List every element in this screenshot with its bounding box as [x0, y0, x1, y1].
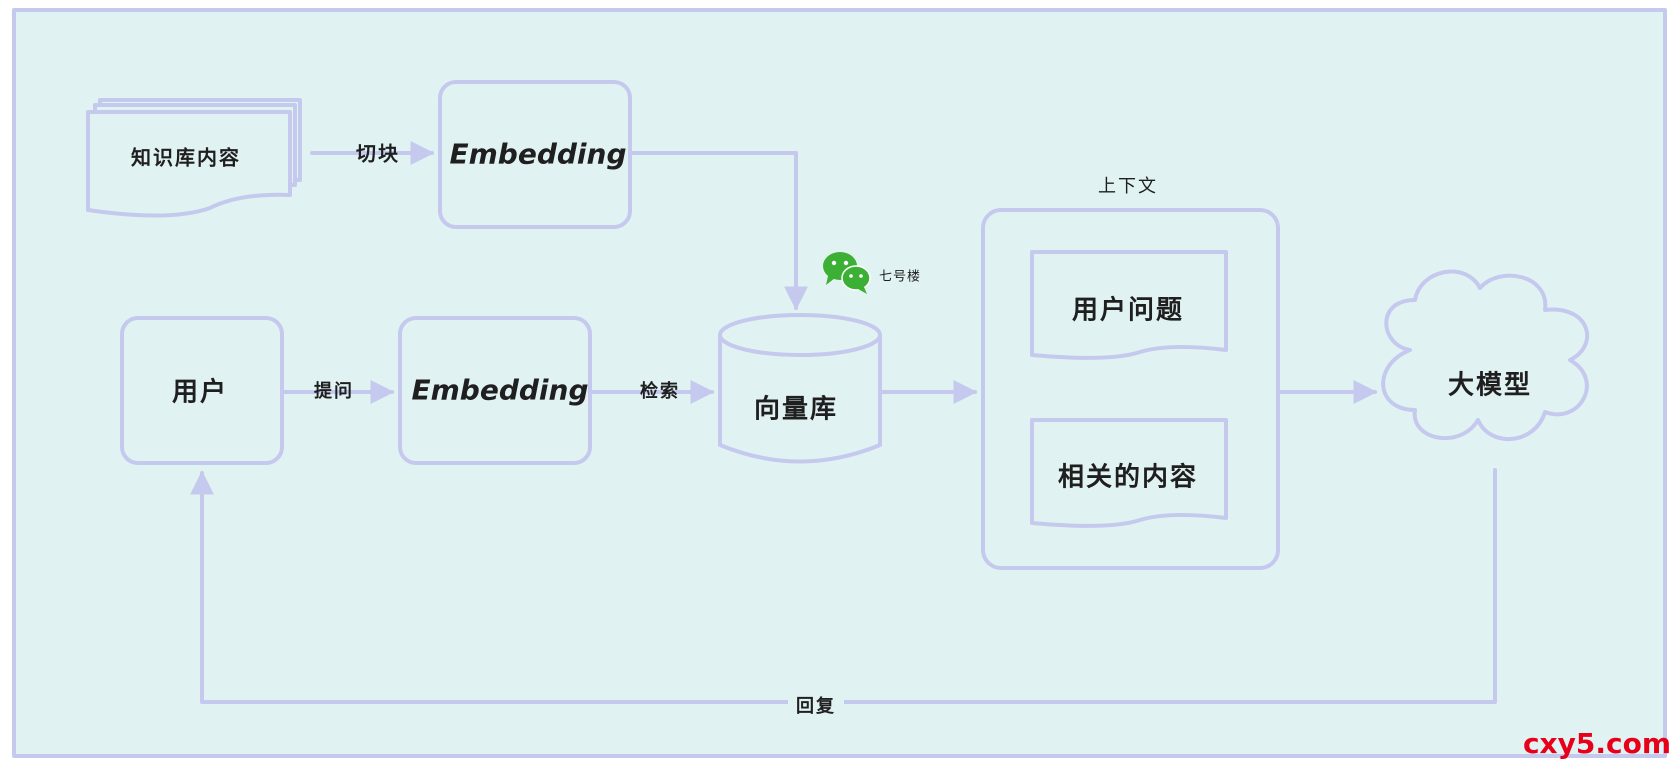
knowledge-doc-shape [86, 98, 302, 218]
knowledge-base-label: 知识库内容 [131, 145, 241, 170]
user-shape [120, 316, 284, 465]
edge-ask-label: 提问 [314, 381, 354, 402]
wechat-icon [823, 252, 871, 294]
user-label: 用户 [171, 377, 229, 408]
user-question-label: 用户问题 [1071, 295, 1185, 326]
edge-chunk-label: 切块 [356, 141, 400, 166]
embedding-bottom-shape [398, 316, 592, 465]
embedding-top-label: Embedding [449, 137, 627, 171]
llm-cloud-shape [1381, 269, 1590, 442]
edge-embed-to-db-line [628, 151, 808, 311]
vector-db-shape [718, 313, 882, 464]
watermark: cxy5.com [1522, 727, 1671, 760]
related-content-shape [1030, 418, 1228, 528]
llm-label: 大模型 [1447, 370, 1533, 401]
user-question-shape [1030, 250, 1228, 360]
related-content-label: 相关的内容 [1057, 462, 1199, 493]
vector-db-label: 向量库 [753, 394, 839, 425]
edge-reply-line [190, 468, 1497, 704]
wechat-account-label: 七号楼 [878, 269, 922, 285]
embedding-bottom-label: Embedding [411, 373, 589, 407]
edge-retrieve-label: 检索 [640, 381, 680, 402]
context-title: 上下文 [1098, 176, 1158, 197]
edge-reply-label: 回复 [788, 692, 844, 718]
